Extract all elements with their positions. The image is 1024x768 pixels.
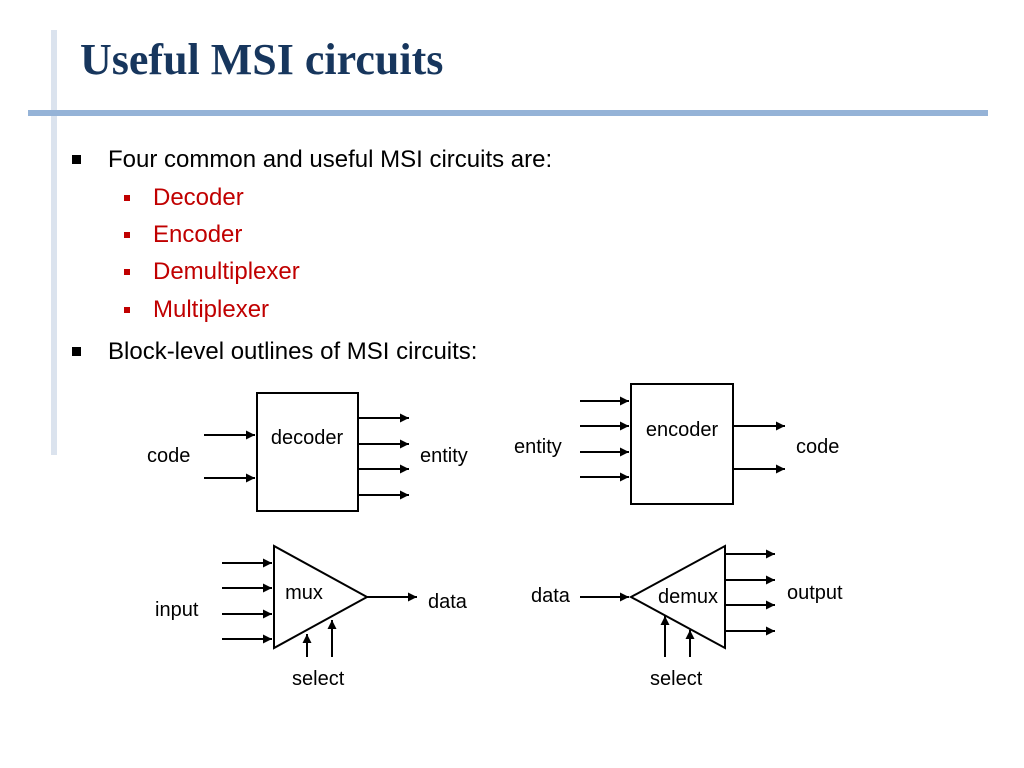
decoder-block-label: decoder (271, 427, 344, 449)
square-bullet-icon (124, 232, 130, 238)
sub-bullet-multiplexer: Multiplexer (124, 296, 270, 323)
demux-output-label: output (787, 582, 843, 604)
encoder-block-label: encoder (646, 419, 719, 441)
square-bullet-icon (72, 347, 81, 356)
bullet-text: Block-level outlines of MSI circuits: (108, 338, 478, 365)
encoder-output-label: code (796, 436, 839, 458)
sub-bullet-text: Multiplexer (153, 296, 270, 323)
bullet-block-outlines: Block-level outlines of MSI circuits: (72, 338, 478, 365)
mux-input-label: input (155, 599, 199, 621)
decoder-block (256, 392, 359, 512)
mux-block (273, 544, 370, 650)
square-bullet-icon (72, 155, 81, 164)
sub-bullet-encoder: Encoder (124, 221, 243, 248)
demux-block (628, 544, 726, 650)
mux-block-label: mux (285, 582, 323, 604)
title-underline (28, 110, 988, 116)
encoder-input-label: entity (514, 436, 562, 458)
mux-output-label: data (428, 591, 468, 613)
demux-diagram: demux data output select (531, 544, 843, 690)
bullet-text: Four common and useful MSI circuits are: (108, 146, 553, 173)
bullet-msi-circuits: Four common and useful MSI circuits are: (72, 146, 553, 173)
sub-bullet-text: Demultiplexer (153, 258, 300, 285)
left-accent-rule (51, 30, 57, 455)
slide-title: Useful MSI circuits (80, 35, 444, 84)
mux-select-label: select (292, 668, 345, 690)
mux-diagram: mux input data select (155, 544, 468, 690)
square-bullet-icon (124, 195, 130, 201)
sub-bullet-decoder: Decoder (124, 184, 244, 211)
demux-block-label: demux (658, 586, 718, 608)
sub-bullet-demultiplexer: Demultiplexer (124, 258, 300, 285)
encoder-block (630, 383, 734, 505)
demux-select-label: select (650, 668, 703, 690)
square-bullet-icon (124, 307, 130, 313)
decoder-input-label: code (147, 445, 190, 467)
decoder-output-label: entity (420, 445, 468, 467)
decoder-diagram: decoder code entity (147, 392, 468, 512)
sub-bullet-text: Decoder (153, 184, 244, 211)
demux-input-label: data (531, 585, 571, 607)
sub-bullet-text: Encoder (153, 221, 243, 248)
encoder-diagram: encoder entity code (514, 383, 839, 505)
square-bullet-icon (124, 269, 130, 275)
